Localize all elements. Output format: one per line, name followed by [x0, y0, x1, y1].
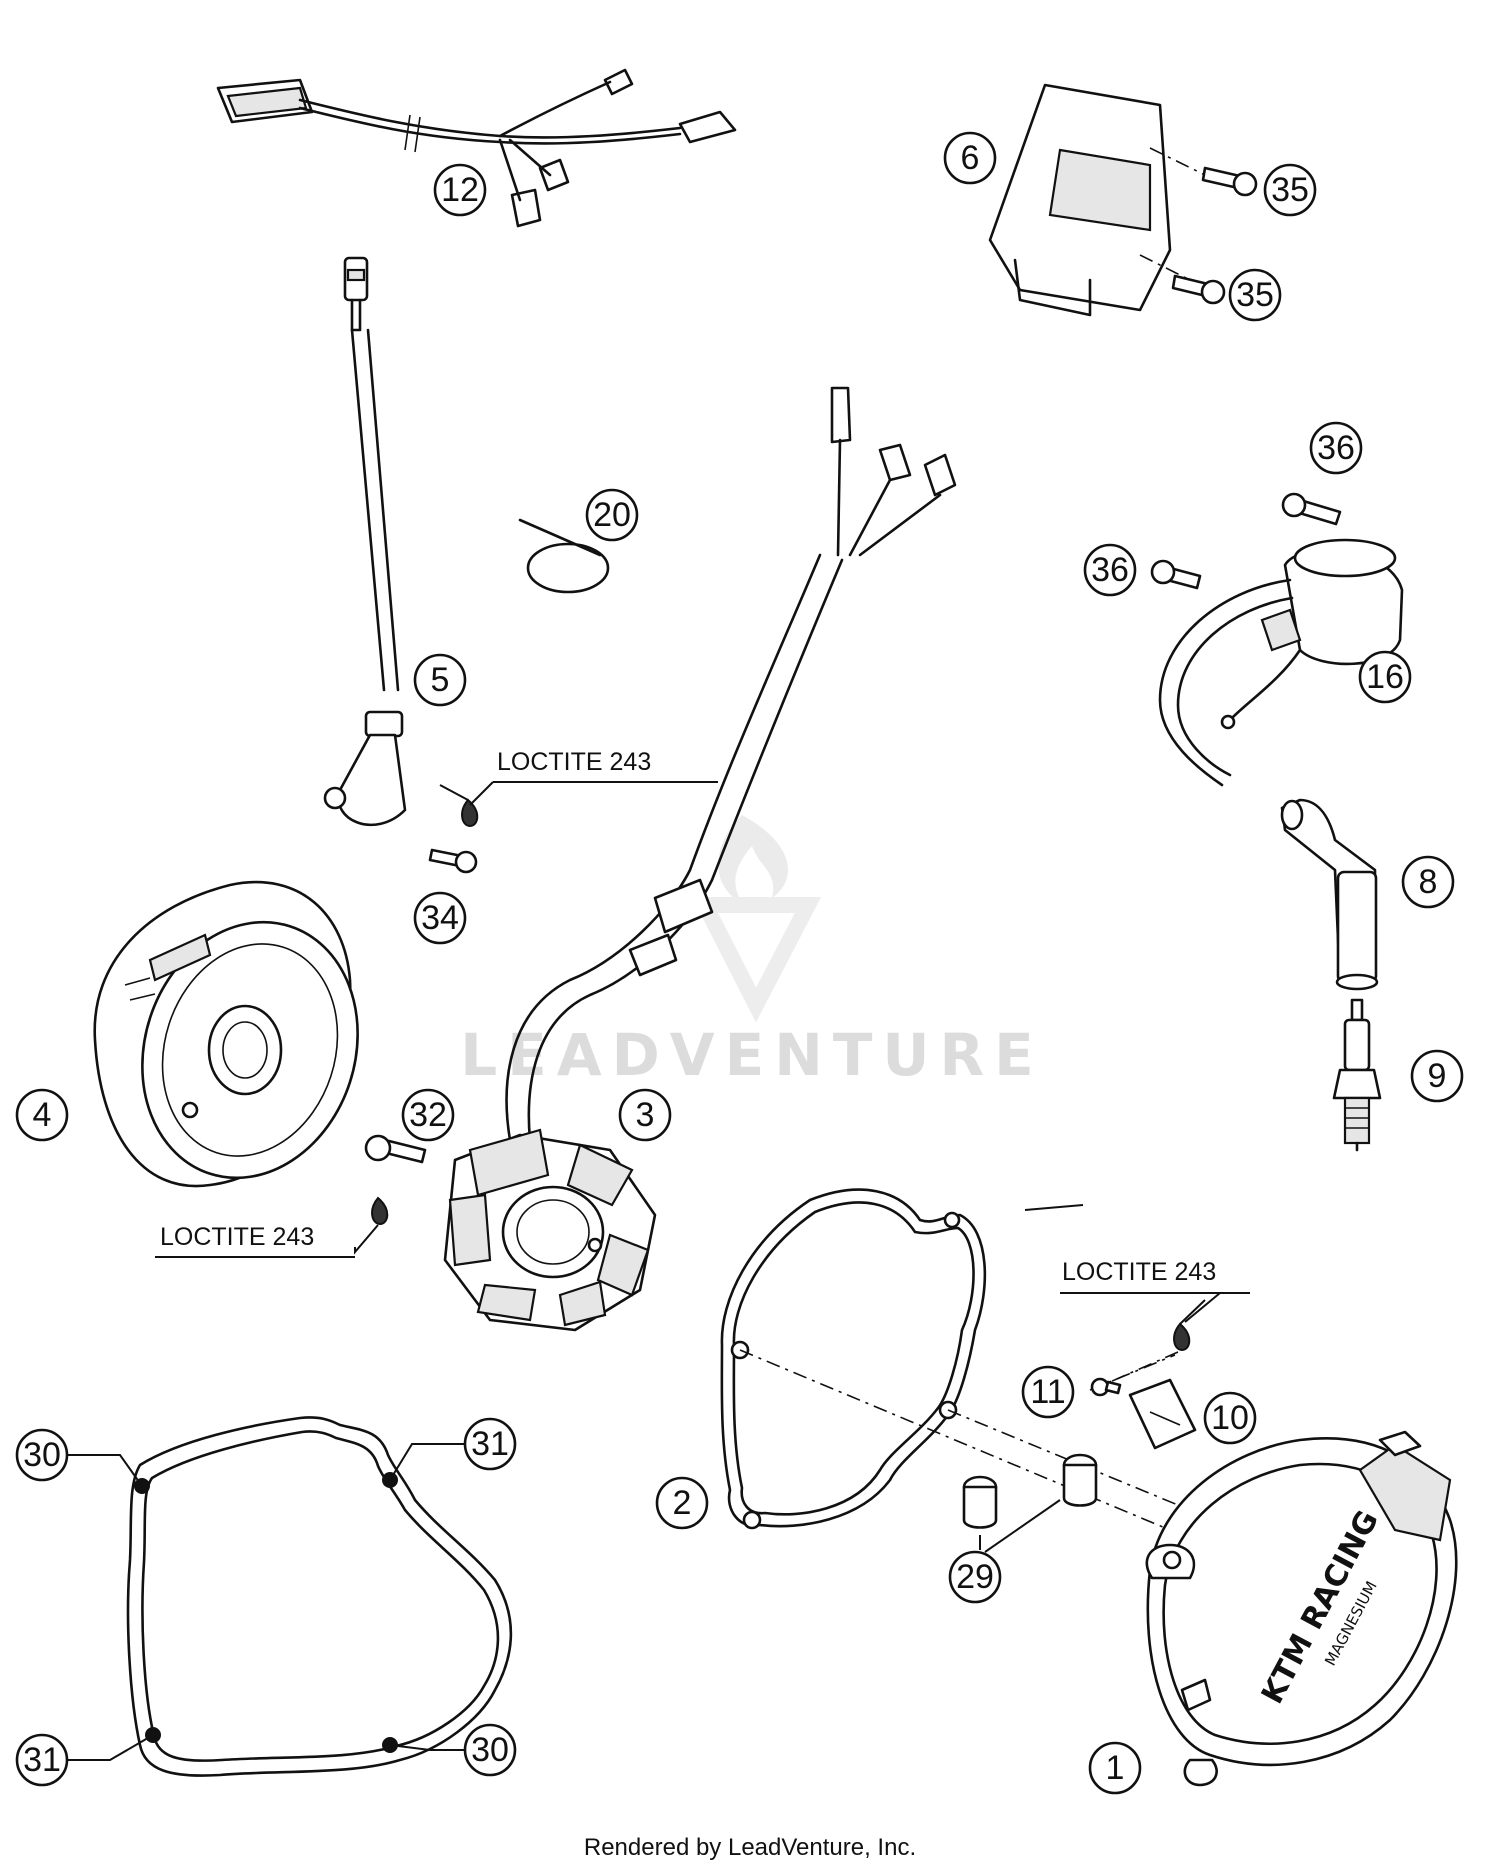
svg-text:29: 29 — [956, 1558, 994, 1596]
svg-text:32: 32 — [409, 1096, 447, 1134]
svg-text:8: 8 — [1419, 863, 1438, 901]
callout-35-top: 35 — [1263, 163, 1317, 217]
callout-3: 3 — [618, 1088, 672, 1142]
callout-4: 4 — [15, 1088, 69, 1142]
callout-6: 6 — [943, 131, 997, 185]
svg-text:1: 1 — [1106, 1749, 1125, 1787]
svg-text:4: 4 — [33, 1096, 52, 1134]
flywheel-rotor-part — [93, 880, 359, 1188]
screw-35-upper — [1201, 166, 1258, 197]
callout-34: 34 — [413, 891, 467, 945]
svg-text:35: 35 — [1271, 171, 1309, 209]
callout-group: 1 2 3 4 5 6 8 9 10 11 12 16 20 29 30 30 … — [15, 131, 1464, 1795]
svg-text:16: 16 — [1366, 658, 1404, 696]
cover-gasket-outer-part — [126, 1416, 513, 1777]
svg-text:30: 30 — [23, 1436, 61, 1474]
callout-36-left: 36 — [1083, 543, 1137, 597]
svg-text:9: 9 — [1428, 1057, 1447, 1095]
callout-2: 2 — [655, 1476, 709, 1530]
cover-gasket-part — [720, 1188, 987, 1530]
callout-36-top: 36 — [1309, 421, 1363, 475]
screw-36-lower — [1150, 559, 1202, 590]
cdi-unit-part — [988, 83, 1206, 317]
callout-30-bottom: 30 — [463, 1723, 517, 1777]
callout-31-top: 31 — [463, 1417, 517, 1471]
loctite-label: LOCTITE 243 — [497, 748, 651, 776]
svg-text:31: 31 — [471, 1425, 509, 1463]
loctite-note-2: LOCTITE 243 — [155, 1223, 355, 1258]
pickup-sensor-part — [323, 256, 407, 827]
callout-30-top: 30 — [15, 1428, 69, 1482]
screw-35-lower — [1171, 274, 1226, 305]
cable-tie-part — [518, 518, 610, 594]
svg-text:20: 20 — [593, 496, 631, 534]
spark-plug-part — [1332, 998, 1382, 1152]
ignition-coil-part — [1158, 538, 1404, 787]
callout-16: 16 — [1358, 650, 1412, 704]
svg-text:30: 30 — [471, 1731, 509, 1769]
svg-text:31: 31 — [23, 1741, 61, 1779]
svg-text:12: 12 — [441, 171, 479, 209]
svg-text:34: 34 — [421, 899, 459, 937]
svg-text:3: 3 — [636, 1096, 655, 1134]
watermark-text: LEADVENTURE — [460, 1021, 1044, 1089]
callout-35-bottom: 35 — [1228, 268, 1282, 322]
spark-plug-cap-part — [1280, 798, 1379, 991]
callout-20: 20 — [585, 488, 639, 542]
callout-10: 10 — [1203, 1391, 1257, 1445]
callout-1: 1 — [1088, 1741, 1142, 1795]
loctite-note-1: LOCTITE 243 — [469, 748, 718, 806]
loctite-label: LOCTITE 243 — [160, 1223, 314, 1251]
wiring-harness-part — [216, 68, 737, 228]
callout-8: 8 — [1401, 855, 1455, 909]
footer-credit: Rendered by LeadVenture, Inc. — [584, 1834, 916, 1861]
svg-text:6: 6 — [961, 139, 980, 177]
screw-11-part — [1090, 1377, 1122, 1397]
alignment-line — [739, 1349, 1171, 1531]
callout-11: 11 — [1021, 1365, 1075, 1419]
dowel-sleeve-part — [962, 1453, 1098, 1529]
callout-9: 9 — [1410, 1049, 1464, 1103]
loctite-label: LOCTITE 243 — [1062, 1258, 1216, 1286]
screw-36-upper — [1281, 492, 1342, 526]
svg-text:36: 36 — [1091, 551, 1129, 589]
watermark-flame-icon — [691, 815, 822, 1023]
svg-text:10: 10 — [1211, 1399, 1249, 1437]
alignment-line — [1109, 1351, 1179, 1383]
ignition-cover-part: KTM RACING MAGNESIUM — [1145, 1430, 1458, 1787]
callout-29: 29 — [948, 1550, 1002, 1604]
screw-32-part — [364, 1134, 427, 1226]
screw-34-part — [428, 798, 479, 874]
svg-text:5: 5 — [431, 661, 450, 699]
loctite-note-3: LOCTITE 243 — [1060, 1258, 1250, 1323]
svg-text:11: 11 — [1030, 1373, 1065, 1411]
stator-part — [443, 386, 957, 1332]
plate-10-part — [1128, 1378, 1197, 1450]
svg-text:2: 2 — [673, 1484, 692, 1522]
callout-12: 12 — [433, 163, 487, 217]
svg-text:35: 35 — [1236, 276, 1274, 314]
callout-5: 5 — [413, 653, 467, 707]
callout-32: 32 — [401, 1088, 455, 1142]
callout-31-bottom: 31 — [15, 1733, 69, 1787]
svg-text:36: 36 — [1317, 429, 1355, 467]
loctite-drop-icon — [1173, 1322, 1191, 1352]
leader-lines — [68, 784, 1206, 1761]
watermark: LEADVENTURE — [460, 815, 1044, 1089]
